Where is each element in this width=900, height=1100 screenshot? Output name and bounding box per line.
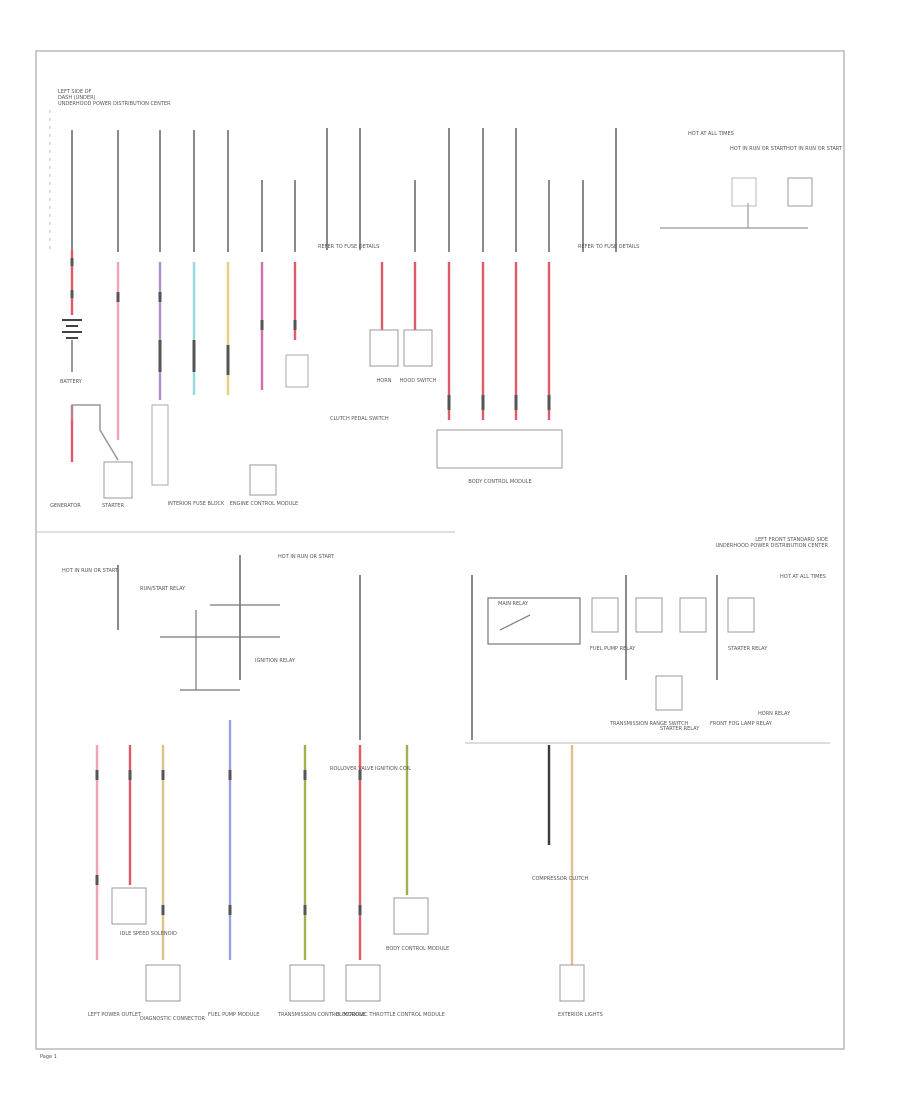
ignition-coil-label: IGNITION COIL [375, 766, 411, 772]
left-power-label: LEFT POWER OUTLET [88, 1012, 142, 1018]
transmission-label: TRANSMISSION CONTROL MODULE [277, 1012, 365, 1018]
bottom-note-1: HOT IN RUN OR START [62, 568, 119, 574]
battery-label: BATTERY [60, 379, 83, 385]
main-relay-label: MAIN RELAY [498, 601, 529, 607]
exterior-label: EXTERIOR LIGHTS [558, 1012, 603, 1018]
rollover-label: ROLLOVER VALVE [330, 766, 374, 772]
run-start-label: RUN/START RELAY [140, 586, 186, 592]
body-control-label: BODY CONTROL MODULE [468, 479, 531, 485]
idle-speed-label: IDLE SPEED SOLENOID [120, 931, 177, 937]
battery-symbol [62, 319, 82, 372]
starter-box [103, 461, 133, 499]
starter-label: STARTER [102, 503, 125, 509]
horn-label: HORN [377, 378, 392, 384]
exterior-box [559, 964, 585, 1002]
starter-relay2-label: STARTER RELAY [728, 646, 768, 652]
relay-assembly [160, 597, 581, 691]
generator-label: GENERATOR [50, 503, 81, 509]
horn-relay-box [679, 597, 707, 633]
fog-relay-box [635, 597, 663, 633]
fog-relay-label: FRONT FOG LAMP RELAY [710, 721, 773, 727]
relay-box-top [787, 177, 813, 207]
trans-range-label: TRANSMISSION RANGE SWITCH [609, 721, 688, 727]
diagnostic-box [145, 964, 181, 1002]
electronic-throttle-label: ELECTRONIC THROTTLE CONTROL MODULE [336, 1012, 445, 1018]
fuel-pump-module-label: FUEL PUMP MODULE [208, 1012, 259, 1018]
compressor-label: COMPRESSOR CLUTCH [532, 876, 589, 882]
body-module-label: BODY CONTROL MODULE [386, 946, 449, 952]
bottom-section: HOT IN RUN OR START HOT IN RUN OR START … [62, 554, 826, 1022]
gen-lead [71, 404, 119, 461]
interior-fuse-label: INTERIOR FUSE BLOCK [168, 501, 225, 507]
ecm-label: ENGINE CONTROL MODULE [230, 501, 298, 507]
top-section: BATTERY GENERATOR STARTER HORN HOOD SWIT… [49, 110, 843, 509]
left-power-outlet-box [111, 887, 147, 925]
hood-switch-label: HOOD SWITCH [400, 378, 437, 384]
starter-relay-box [591, 597, 619, 633]
left-title-line-1: LEFT SIDE OF [58, 89, 92, 95]
horn-box [369, 329, 399, 367]
clutch-pedal-label: CLUTCH PEDAL SWITCH [330, 416, 389, 422]
diagram-frame [35, 50, 845, 1050]
relay-box-top-2 [731, 177, 757, 207]
fuel-pump-label: FUEL PUMP RELAY [590, 646, 636, 652]
horn-relay-label: HORN RELAY [758, 711, 791, 717]
refer-left-label: REFER TO FUSE DETAILS [318, 244, 379, 250]
refer-box [285, 354, 309, 388]
throttle-box [345, 964, 381, 1002]
top-note-1: HOT AT ALL TIMES [688, 131, 734, 137]
ignition-relay-label: IGNITION RELAY [255, 658, 296, 664]
left-title-line-2: DASH (UNDER) [58, 95, 96, 101]
right-title-line-2: UNDERHOOD POWER DISTRIBUTION CENTER [715, 543, 828, 549]
compressor-box [655, 675, 683, 711]
diagnostic-label: DIAGNOSTIC CONNECTOR [140, 1016, 206, 1022]
page-label: Page 1 [40, 1054, 57, 1060]
refer-right-label: REFER TO FUSE DETAILS [578, 244, 639, 250]
starter-relay2-box [727, 597, 755, 633]
bottom-note-2: HOT IN RUN OR START [278, 554, 335, 560]
ecm-box [249, 464, 277, 496]
transmission-box [289, 964, 325, 1002]
top-note-2: HOT IN RUN OR START [730, 146, 787, 152]
left-title-line-3: UNDERHOOD POWER DISTRIBUTION CENTER [58, 101, 171, 107]
top-note-3: HOT IN RUN OR START [786, 146, 843, 152]
body-control-box [436, 429, 563, 469]
hood-switch-box [403, 329, 433, 367]
right-title-line-1: LEFT FRONT STANDARD SIDE [755, 537, 828, 543]
starter-relay-label: STARTER RELAY [660, 726, 700, 732]
bottom-note-3: HOT AT ALL TIMES [780, 574, 826, 580]
interior-fuse-box [151, 404, 169, 486]
ignition-coil-box [393, 897, 429, 935]
